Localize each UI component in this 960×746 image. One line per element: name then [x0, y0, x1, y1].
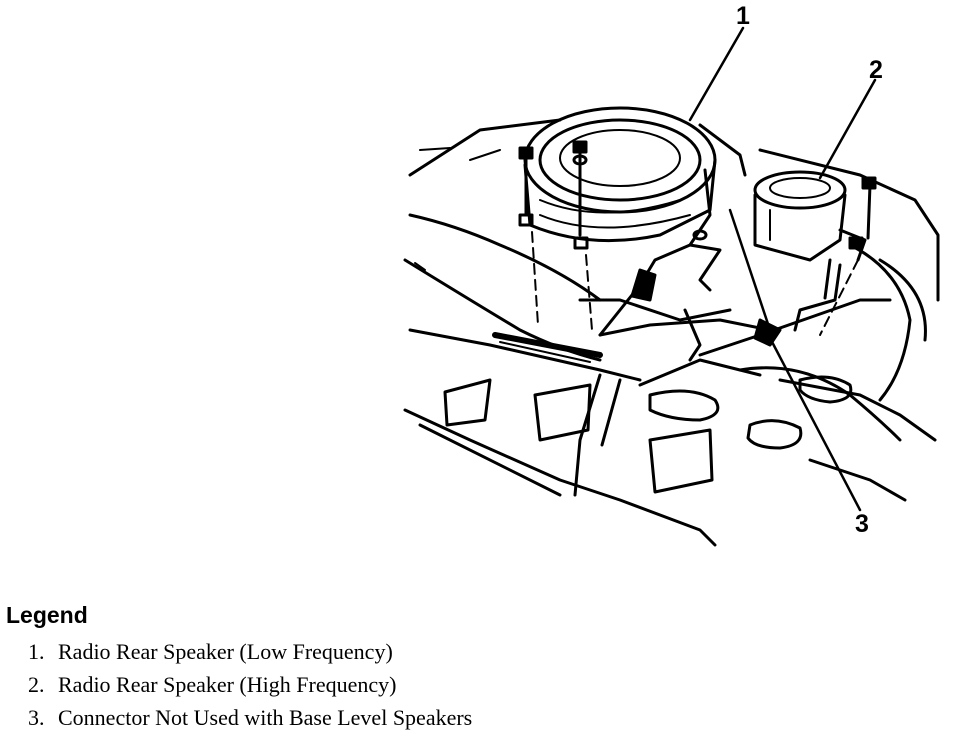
low-frequency-speaker: [518, 106, 747, 250]
callout-1: 1: [736, 2, 750, 30]
callout-3: 3: [855, 510, 869, 538]
legend-item: 1. Radio Rear Speaker (Low Frequency): [28, 635, 946, 668]
wiring-harness: [598, 168, 842, 347]
callout-2: 2: [869, 56, 883, 84]
legend: Legend 1. Radio Rear Speaker (Low Frequen…: [6, 602, 946, 734]
speaker-mounting-screws: [518, 140, 877, 336]
legend-item-text: Radio Rear Speaker (Low Frequency): [58, 639, 393, 664]
legend-item: 3. Connector Not Used with Base Level Spe…: [28, 701, 946, 734]
rear-shelf-panel: [403, 118, 940, 547]
legend-item-number: 2.: [28, 672, 45, 697]
speaker-installation-diagram: 1 2 3: [403, 2, 940, 547]
high-frequency-speaker: [753, 170, 867, 262]
diagram-illustration: [403, 26, 940, 547]
legend-item-text: Radio Rear Speaker (High Frequency): [58, 672, 397, 697]
legend-item-text: Connector Not Used with Base Level Speak…: [58, 705, 473, 730]
legend-list: 1. Radio Rear Speaker (Low Frequency) 2. R…: [6, 635, 946, 734]
legend-item-number: 3.: [28, 705, 45, 730]
legend-item: 2. Radio Rear Speaker (High Frequency): [28, 668, 946, 701]
legend-item-number: 1.: [28, 639, 45, 664]
legend-title: Legend: [6, 602, 88, 628]
callout-leader-lines: [688, 26, 877, 512]
